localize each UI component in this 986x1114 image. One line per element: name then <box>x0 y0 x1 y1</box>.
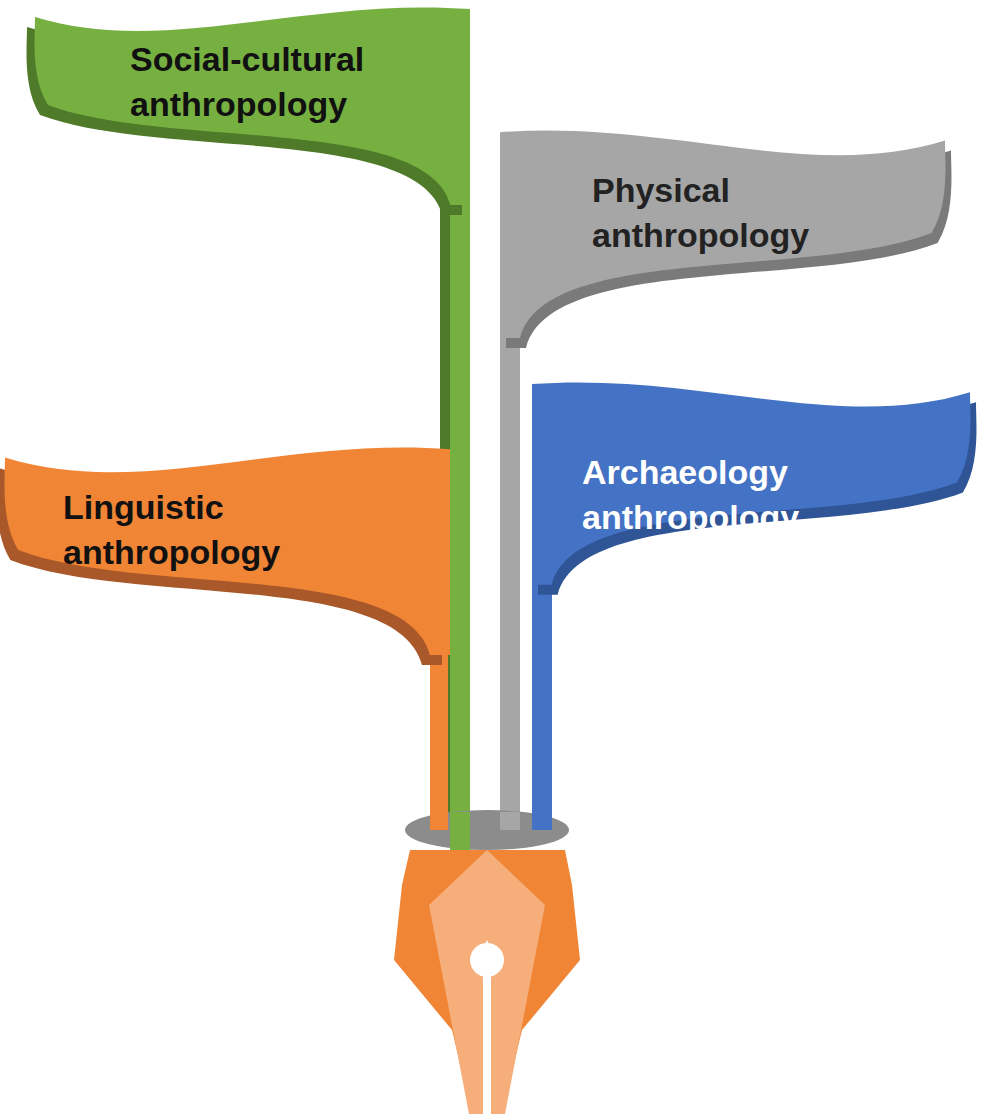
orange-stem-end <box>430 812 448 830</box>
gray-stem-end <box>500 812 520 830</box>
flag-face <box>532 382 970 584</box>
blue-stem-end <box>532 812 552 830</box>
flag-node: Social-cultural anthropology <box>35 5 470 205</box>
flag-label: Physical anthropology <box>592 168 882 258</box>
gray-stem <box>500 300 520 830</box>
flag-label: Archaeology anthropology <box>582 450 882 540</box>
flag-face <box>4 448 450 655</box>
flag-face <box>35 7 470 205</box>
flag-node: Physical anthropology <box>500 128 945 338</box>
flag-label: Social-cultural anthropology <box>130 37 430 127</box>
pen-nib <box>394 850 580 1114</box>
nib-hole-tip <box>478 940 496 960</box>
nib-slit <box>483 970 491 1114</box>
flag-node: Archaeology anthropology <box>532 380 970 585</box>
nib-highlight <box>429 850 545 1114</box>
green-stem <box>450 150 470 850</box>
flag-face <box>500 131 945 338</box>
flag-node: Linguistic anthropology <box>5 445 450 655</box>
pen-collar <box>405 810 569 850</box>
flag-label: Linguistic anthropology <box>63 485 363 575</box>
green-stem-end <box>450 812 470 850</box>
